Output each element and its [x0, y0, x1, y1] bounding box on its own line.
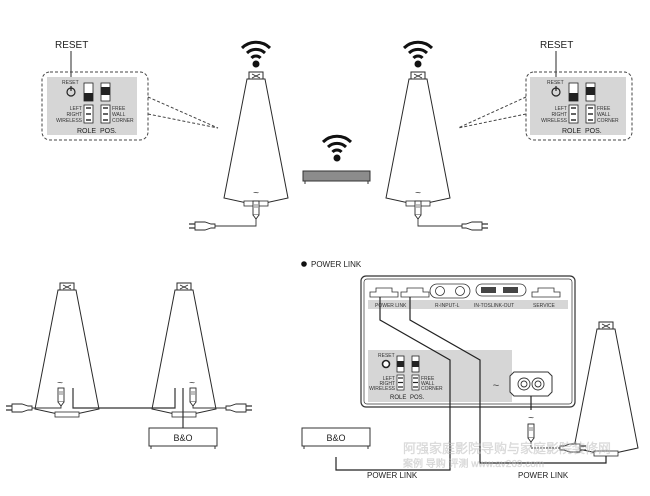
role-label: ROLE — [390, 395, 406, 401]
role-label: ROLE — [562, 128, 581, 135]
role-label: ROLE — [77, 128, 96, 135]
ac-power-socket[interactable] — [509, 371, 553, 397]
wifi-icon — [402, 40, 434, 69]
pos-selector[interactable] — [411, 374, 420, 391]
role-option: RIGHT — [66, 112, 82, 118]
rear-panel: POWER LINK R-INPUT-L IN-TOSLINK-OUT SERV… — [360, 275, 576, 408]
ac-tilde-icon: ~ — [189, 378, 195, 389]
reset-button[interactable] — [381, 359, 391, 369]
ac-tilde-icon: ~ — [415, 188, 421, 199]
reset-callout-label: RESET — [540, 40, 573, 51]
power-cable-right: ~ — [414, 188, 489, 231]
reset-callout-label: RESET — [55, 40, 88, 51]
pos-option: WALL — [421, 381, 435, 387]
power-plug-icon — [5, 403, 33, 413]
power-plug-icon — [225, 403, 253, 413]
role-option: LEFT — [70, 106, 82, 112]
pos-option: CORNER — [421, 386, 443, 392]
service-port[interactable] — [531, 287, 561, 298]
speaker-right — [151, 282, 217, 418]
bo-source-device: B&O — [301, 427, 371, 449]
pos-option: CORNER — [597, 118, 619, 124]
pos-toggle-switch[interactable] — [585, 82, 596, 102]
wireless-hub — [302, 170, 371, 184]
pos-label: POS. — [100, 128, 117, 135]
watermark-line1: 阿强家庭影院导购与家庭影院装修网 — [403, 441, 611, 456]
pos-selector[interactable] — [100, 104, 111, 124]
wired-setup: ~ ~ B&O — [5, 282, 253, 449]
watermark-line2: 案例 导购 评测 www.av269.com — [403, 457, 544, 470]
reset-label: RESET — [547, 80, 564, 86]
pos-option: FREE — [421, 376, 435, 382]
power-link-cable — [72, 388, 176, 409]
reset-label: RESET — [62, 80, 79, 86]
role-toggle-switch[interactable] — [396, 355, 405, 373]
role-option: LEFT — [383, 376, 395, 382]
power-icon — [66, 86, 76, 97]
reset-label: RESET — [378, 353, 395, 359]
role-toggle-switch[interactable] — [83, 82, 94, 102]
power-plug-icon — [188, 221, 216, 231]
role-option: LEFT — [555, 106, 567, 112]
power-plug-icon — [461, 221, 489, 231]
power-link-cable — [335, 297, 451, 471]
port-label: IN-TOSLINK-OUT — [474, 303, 514, 309]
role-toggle-switch[interactable] — [568, 82, 579, 102]
pos-option: FREE — [597, 106, 611, 112]
role-option: WIRELESS — [541, 118, 568, 124]
power-link-cable — [409, 297, 607, 464]
power-cable-left: ~ — [188, 188, 260, 231]
bullet-icon — [301, 261, 307, 267]
role-selector[interactable] — [396, 374, 405, 391]
role-selector[interactable] — [83, 104, 94, 124]
pos-label: POS. — [410, 395, 425, 401]
pos-selector[interactable] — [585, 104, 596, 124]
bo-source-device: B&O — [148, 427, 218, 449]
ac-tilde-icon: ~ — [57, 378, 63, 389]
pos-option: FREE — [112, 106, 126, 112]
port-label: POWER LINK — [375, 303, 407, 309]
pos-toggle-switch[interactable] — [100, 82, 111, 102]
power-link-port[interactable] — [369, 287, 399, 298]
speaker-right — [385, 71, 451, 207]
role-selector[interactable] — [568, 104, 579, 124]
speaker-left — [223, 71, 289, 207]
toslink-ports[interactable] — [475, 283, 527, 297]
ac-tilde-icon: ~ — [253, 188, 259, 199]
watermark: 阿强家庭影院导购与家庭影院装修网 案例 导购 评测 www.av269.com — [403, 441, 611, 470]
cable-label: POWER LINK — [367, 471, 418, 480]
speaker-left — [34, 282, 100, 418]
speaker — [573, 321, 639, 457]
wifi-icon — [240, 40, 272, 69]
role-option: WIRELESS — [56, 118, 83, 124]
pos-option: WALL — [597, 112, 611, 118]
power-icon — [551, 86, 561, 97]
role-option: RIGHT — [379, 381, 395, 387]
ac-tilde-icon: ~ — [528, 413, 534, 424]
wifi-icon — [321, 134, 353, 163]
cable-label: POWER LINK — [518, 471, 569, 480]
port-label: SERVICE — [533, 303, 556, 309]
power-link-port[interactable] — [400, 287, 430, 298]
pos-toggle-switch[interactable] — [411, 355, 420, 373]
power-link-legend: POWER LINK — [301, 260, 362, 269]
pos-option: WALL — [112, 112, 126, 118]
port-label: R-INPUT-L — [435, 303, 460, 309]
switch-panel — [368, 350, 512, 402]
source-label: B&O — [173, 433, 192, 443]
switch-panel-callout-left: RESET RESET LEFT — [41, 40, 219, 141]
pos-option: CORNER — [112, 118, 134, 124]
source-label: B&O — [326, 433, 345, 443]
switch-panel-callout-right: RESET RESET LEFT — [457, 40, 633, 141]
rca-input-ports[interactable] — [429, 283, 471, 299]
role-option: WIRELESS — [369, 386, 396, 392]
role-option: RIGHT — [551, 112, 567, 118]
pos-label: POS. — [585, 128, 602, 135]
ac-tilde-icon: ~ — [493, 380, 499, 392]
legend-label: POWER LINK — [311, 260, 362, 269]
